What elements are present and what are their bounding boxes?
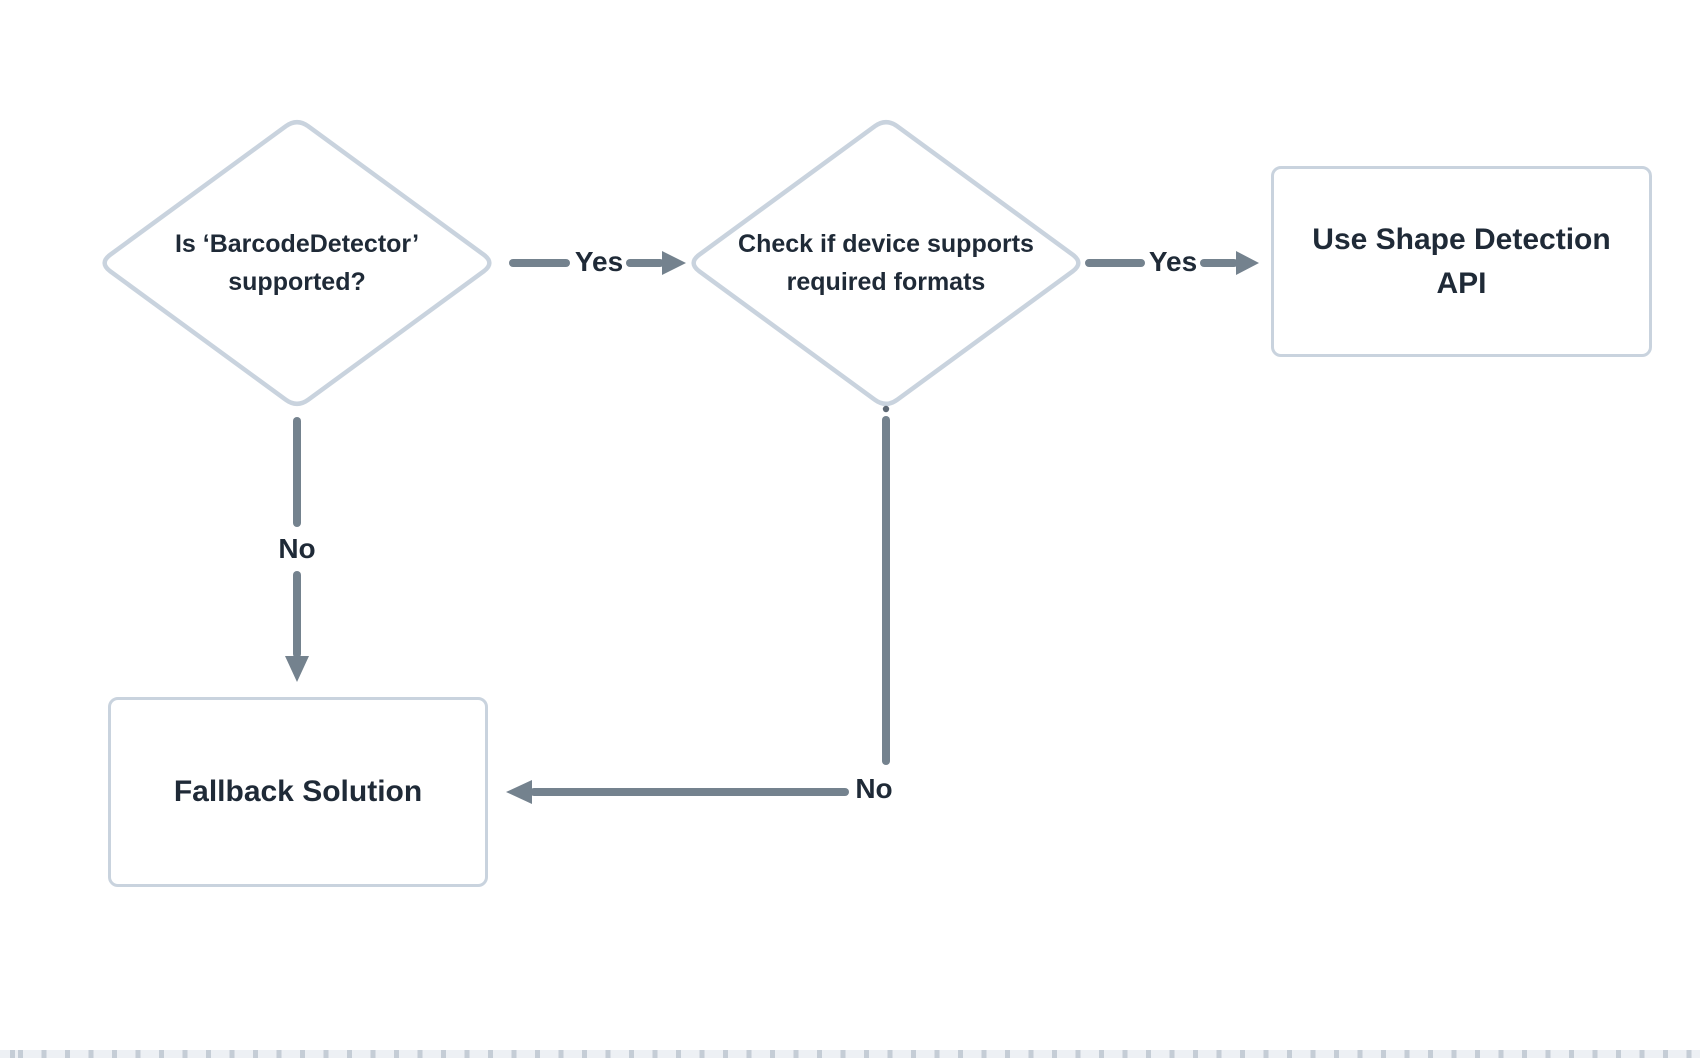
edge-no1-arrowhead-icon	[285, 656, 309, 682]
process-box-label-line: Fallback Solution	[173, 775, 423, 808]
decision-label-formats: Check if device supports required format…	[736, 225, 1036, 301]
decision-label-line: Is ‘BarcodeDetector’	[174, 230, 420, 258]
process-box-use-shape-detection-api: Use Shape Detection API	[1271, 166, 1652, 357]
process-box-label-line: Use Shape Detection	[1312, 222, 1611, 256]
clipped-bottom-content-strip	[0, 1050, 1700, 1058]
edge-label-no-1: No	[278, 533, 316, 564]
edge-label-no-2: No	[855, 773, 893, 804]
decision-label-line: Check if device supports	[738, 230, 1034, 258]
decision-label-line: required formats	[786, 268, 986, 296]
decision-diamond-formats	[691, 119, 1081, 407]
edge-yes2-arrowhead-icon	[1236, 251, 1259, 275]
decision-diamond-barcodedetector	[102, 119, 492, 407]
edge-label-yes-1: Yes	[574, 246, 624, 277]
edge-label-yes-2: Yes	[1148, 246, 1198, 277]
decision-label-barcodedetector: Is ‘BarcodeDetector’ supported?	[147, 225, 447, 301]
decision-label-line: supported?	[228, 268, 366, 296]
edge-no2-connector-dot	[882, 405, 890, 413]
edge-no2-arrowhead-icon	[506, 780, 532, 804]
process-box-fallback-solution: Fallback Solution	[108, 697, 488, 887]
edge-yes1-arrowhead-icon	[662, 251, 686, 275]
process-box-label-line: API	[1436, 266, 1487, 300]
